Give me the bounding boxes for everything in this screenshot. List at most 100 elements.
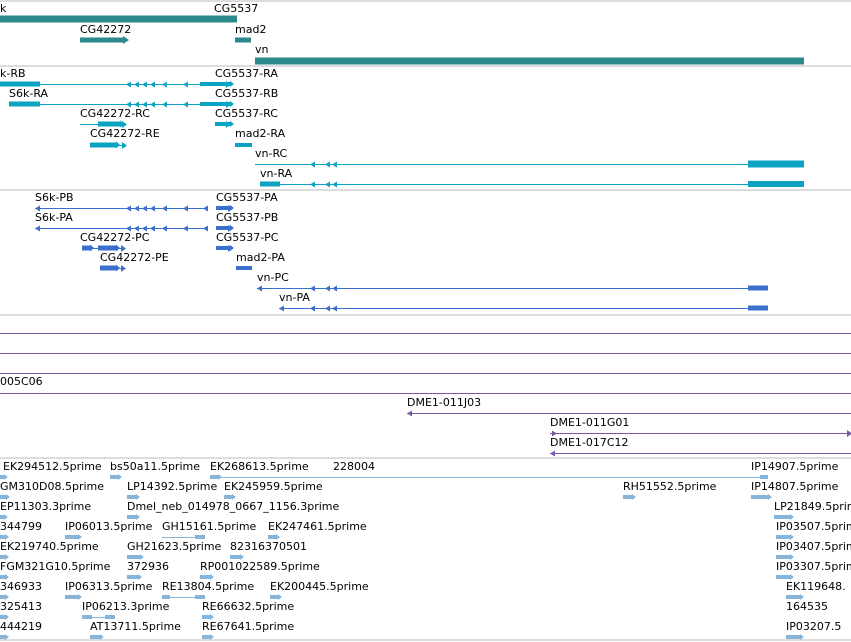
exon-block [236,266,252,270]
exon-block [786,635,800,639]
feature-EK200445.5prime[interactable]: EK200445.5prime [270,580,369,600]
feature-CG5537-PA[interactable]: CG5537-PA [216,191,278,212]
feature-444219[interactable]: 444219 [0,620,42,640]
feature-IP06213.3prime[interactable]: IP06213.3prime [82,600,170,619]
feature-IP03507.5prime[interactable]: IP03507.5prime [776,520,851,540]
feature-CG42272[interactable]: CG42272 [80,23,131,44]
exon-block [82,615,92,619]
feature-label: vn-RA [260,167,293,180]
strand-arrow [632,494,636,500]
feature-label: RE66632.5prime [202,600,294,613]
exon-block [216,226,230,230]
feature-bar [80,37,125,43]
strand-arrow [790,534,794,540]
feature-EK119648.[interactable]: EK119648. [786,580,846,600]
feature-EK294512.5prime[interactable]: EK294512.5prime [0,460,102,480]
feature-CG5537[interactable]: CG5537 [214,2,258,15]
feature-GH21623.5prime[interactable]: GH21623.5prime [127,540,222,560]
feature-IP03307.5prime[interactable]: IP03307.5prime [776,560,851,580]
feature-S6k-RA[interactable]: S6k-RA [9,87,230,108]
strand-arrow [123,36,129,44]
feature-vn-RA[interactable]: vn-RA [260,167,804,188]
exon-block [202,635,210,639]
feature-82316370501[interactable]: 82316370501 [230,540,307,560]
feature-CG5537-RA[interactable]: CG5537-RA [215,67,278,88]
strand-arrow-left [126,101,131,108]
feature-FGM321G10.5prime[interactable]: FGM321G10.5prime [0,560,111,580]
feature-LP14392.5prime[interactable]: LP14392.5prime [127,480,218,500]
feature-Dmel_neb_014978_0667_1156.3prime[interactable]: Dmel_neb_014978_0667_1156.3prime [127,500,339,520]
feature-164535[interactable]: 164535 [786,600,828,613]
feature-vn[interactable]: vn [255,43,804,65]
feature-325413[interactable]: 325413 [0,600,42,620]
feature-RH51552.5prime[interactable]: RH51552.5prime [623,480,717,500]
feature-label: vn [255,43,269,56]
feature-label: IP03307.5prime [776,560,851,573]
feature-CG5537-RB[interactable]: CG5537-RB [215,87,278,108]
feature-k-RB[interactable]: k-RB [0,67,230,88]
feature-EK245959.5prime[interactable]: EK245959.5prime [224,480,323,500]
exon-block [127,575,138,579]
strand-arrow [5,534,9,540]
feature-IP14807.5prime[interactable]: IP14807.5prime [751,480,839,500]
feature-vn-RC[interactable]: vn-RC [255,147,804,168]
feature-bs50a11.5prime[interactable]: bs50a11.5prime [110,460,200,480]
feature-vn-PA[interactable]: vn-PA [279,291,768,312]
feature-EK247461.5prime[interactable]: EK247461.5prime [268,520,367,540]
feature-mad2-RA[interactable]: mad2-RA [235,127,286,147]
feature-DME1-011G01[interactable]: DME1-011G01 [550,416,851,437]
feature-CG42272-RC[interactable]: CG42272-RC [80,107,150,128]
feature-mad2[interactable]: mad2 [235,23,266,43]
strand-arrow [122,142,127,149]
feature-IP14907.5prime[interactable]: IP14907.5prime [751,460,839,473]
exon-block [0,595,5,599]
exon-block [216,206,230,210]
strand-arrow-left [35,205,40,212]
feature-DME1-011J03[interactable]: DME1-011J03 [407,396,851,417]
feature-IP03207.5[interactable]: IP03207.5 [786,620,841,640]
feature-S6k-PA[interactable]: S6k-PA [35,211,208,232]
feature-mad2-PA[interactable]: mad2-PA [236,251,285,270]
feature-372936[interactable]: 372936 [127,560,169,580]
feature-344799[interactable]: 344799 [0,520,42,540]
feature-IP06313.5prime[interactable]: IP06313.5prime [65,580,153,600]
feature-EK219740.5prime[interactable]: EK219740.5prime [0,540,99,560]
feature-label: k-RB [0,67,26,80]
strand-arrow [230,101,234,107]
exon-block [127,555,140,559]
feature-AT13711.5prime[interactable]: AT13711.5prime [90,620,181,640]
exon-block [774,515,790,519]
feature-CG42272-PE[interactable]: CG42272-PE [100,251,169,272]
feature-IP06013.5prime[interactable]: IP06013.5prime [65,520,153,540]
feature-CG5537-RC[interactable]: CG5537-RC [215,107,278,128]
feature-RE66632.5prime[interactable]: RE66632.5prime [202,600,294,620]
feature-IP03407.5prime[interactable]: IP03407.5prime [776,540,851,560]
feature-EP11303.3prime[interactable]: EP11303.3prime [0,500,91,520]
exon-block [786,595,800,599]
feature-CG42272-RE[interactable]: CG42272-RE [90,127,160,149]
exon-block [776,535,790,539]
feature-LP21849.5prime[interactable]: LP21849.5prime [774,500,851,520]
feature-005C06[interactable]: 005C06 [0,373,851,389]
feature-GH15161.5prime[interactable]: GH15161.5prime [162,520,257,539]
exon-block [82,245,90,251]
feature-k[interactable]: k [0,2,237,23]
feature-GM310D08.5prime[interactable]: GM310D08.5prime [0,480,104,500]
feature-346933[interactable]: 346933 [0,580,42,600]
feature-CG5537-PB[interactable]: CG5537-PB [216,211,278,232]
feature-label: CG5537-PC [216,231,279,244]
feature-CG5537-PC[interactable]: CG5537-PC [216,231,279,252]
feature-DME1-017C12[interactable]: DME1-017C12 [550,436,851,457]
feature-RE67641.5prime[interactable]: RE67641.5prime [202,620,294,640]
feature-S6k-PB[interactable]: S6k-PB [35,191,208,212]
strand-arrow [122,121,127,128]
exon-block [776,555,790,559]
feature-CG42272-PC[interactable]: CG42272-PC [80,231,150,252]
feature-RE13804.5prime[interactable]: RE13804.5prime [162,580,254,599]
feature-RP001022589.5prime[interactable]: RP001022589.5prime [200,560,320,580]
feature-vn-PC[interactable]: vn-PC [257,271,768,292]
feature-228004[interactable]: 228004 [218,460,768,479]
strand-arrow [5,574,9,580]
